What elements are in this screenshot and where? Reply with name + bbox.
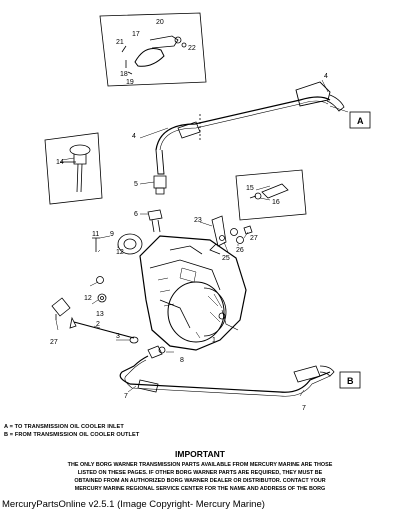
bolt-11 — [92, 237, 100, 252]
fasteners-24-26 — [230, 225, 253, 244]
callout-2: 2 — [96, 321, 100, 328]
callout-4-lower: 4 — [132, 133, 136, 140]
callout-7-right: 7 — [302, 405, 306, 412]
legend-a: A = TO TRANSMISSION OIL COOLER INLET — [4, 424, 124, 430]
notice-body: THE ONLY BORG WARNER TRANSMISSION PARTS … — [4, 461, 396, 493]
callout-12: 12 — [84, 295, 92, 302]
callout-24: 25 — [222, 255, 230, 262]
callout-23: 23 — [194, 217, 202, 224]
washer-12-13 — [96, 276, 107, 303]
label-b: B — [347, 376, 354, 386]
callout-21: 21 — [116, 39, 124, 46]
callout-26: 27 — [250, 235, 258, 242]
callout-14: 14 — [56, 159, 64, 166]
fitting-8 — [147, 345, 166, 359]
cooler-line-lower — [119, 355, 335, 397]
callout-10: 12 — [116, 249, 124, 256]
callout-11: 11 — [92, 231, 99, 238]
part-27 — [51, 297, 71, 320]
notice-title: IMPORTANT — [175, 449, 225, 459]
callout-4-upper: 4 — [324, 73, 328, 80]
notice-line: OBTAINED FROM AN AUTHORIZED BORG WARNER … — [74, 478, 326, 484]
callout-5: 5 — [134, 181, 138, 188]
callout-20: 20 — [156, 19, 164, 26]
inset-box-fitting — [235, 169, 307, 221]
callout-8: 8 — [180, 357, 184, 364]
callout-27: 27 — [50, 339, 58, 346]
inset-box-dipstick — [44, 132, 103, 205]
footer-copyright: MercuryPartsOnline v2.5.1 (Image Copyrig… — [0, 498, 400, 511]
transmission-housing — [139, 235, 247, 351]
callout-17: 17 — [132, 31, 140, 38]
callout-6: 6 — [134, 211, 138, 218]
switch-6 — [147, 209, 163, 233]
callout-15: 15 — [246, 185, 254, 192]
callout-3: 3 — [116, 333, 120, 340]
label-box-a — [349, 111, 371, 129]
label-box-b — [339, 371, 361, 389]
callout-9: 9 — [110, 231, 114, 238]
callout-1: 1 — [212, 337, 216, 344]
inset-box-top — [99, 12, 207, 87]
exploded-parts-diagram: 20 17 21 22 18 19 4 4 14 5 15 16 6 23 27… — [44, 12, 371, 412]
callout-25: 26 — [236, 247, 244, 254]
notice-line: MERCURY MARINE REGIONAL SERVICE CENTER F… — [74, 486, 326, 492]
callout-13: 13 — [96, 311, 104, 318]
fitting-5 — [153, 175, 167, 195]
callout-19: 19 — [126, 79, 134, 86]
label-a: A — [357, 116, 364, 126]
notice-line: THE ONLY BORG WARNER TRANSMISSION PARTS … — [67, 462, 333, 468]
callout-7-left: 7 — [124, 393, 128, 400]
callout-22: 22 — [188, 45, 196, 52]
bolt-2 — [69, 316, 135, 339]
cooler-line-upper — [155, 81, 345, 175]
bracket-23 — [209, 215, 227, 255]
callout-16: 16 — [272, 199, 280, 206]
callout-18: 18 — [120, 71, 128, 78]
legend-b: B = FROM TRANSMISSION OIL COOLER OUTLET — [4, 432, 140, 438]
leader-lines — [55, 79, 349, 397]
notice-line: LISTED ON THESE PAGES. IF OTHER BORG WAR… — [77, 470, 323, 476]
callout-numbers: 20 17 21 22 18 19 4 4 14 5 15 16 6 23 27… — [50, 19, 364, 412]
